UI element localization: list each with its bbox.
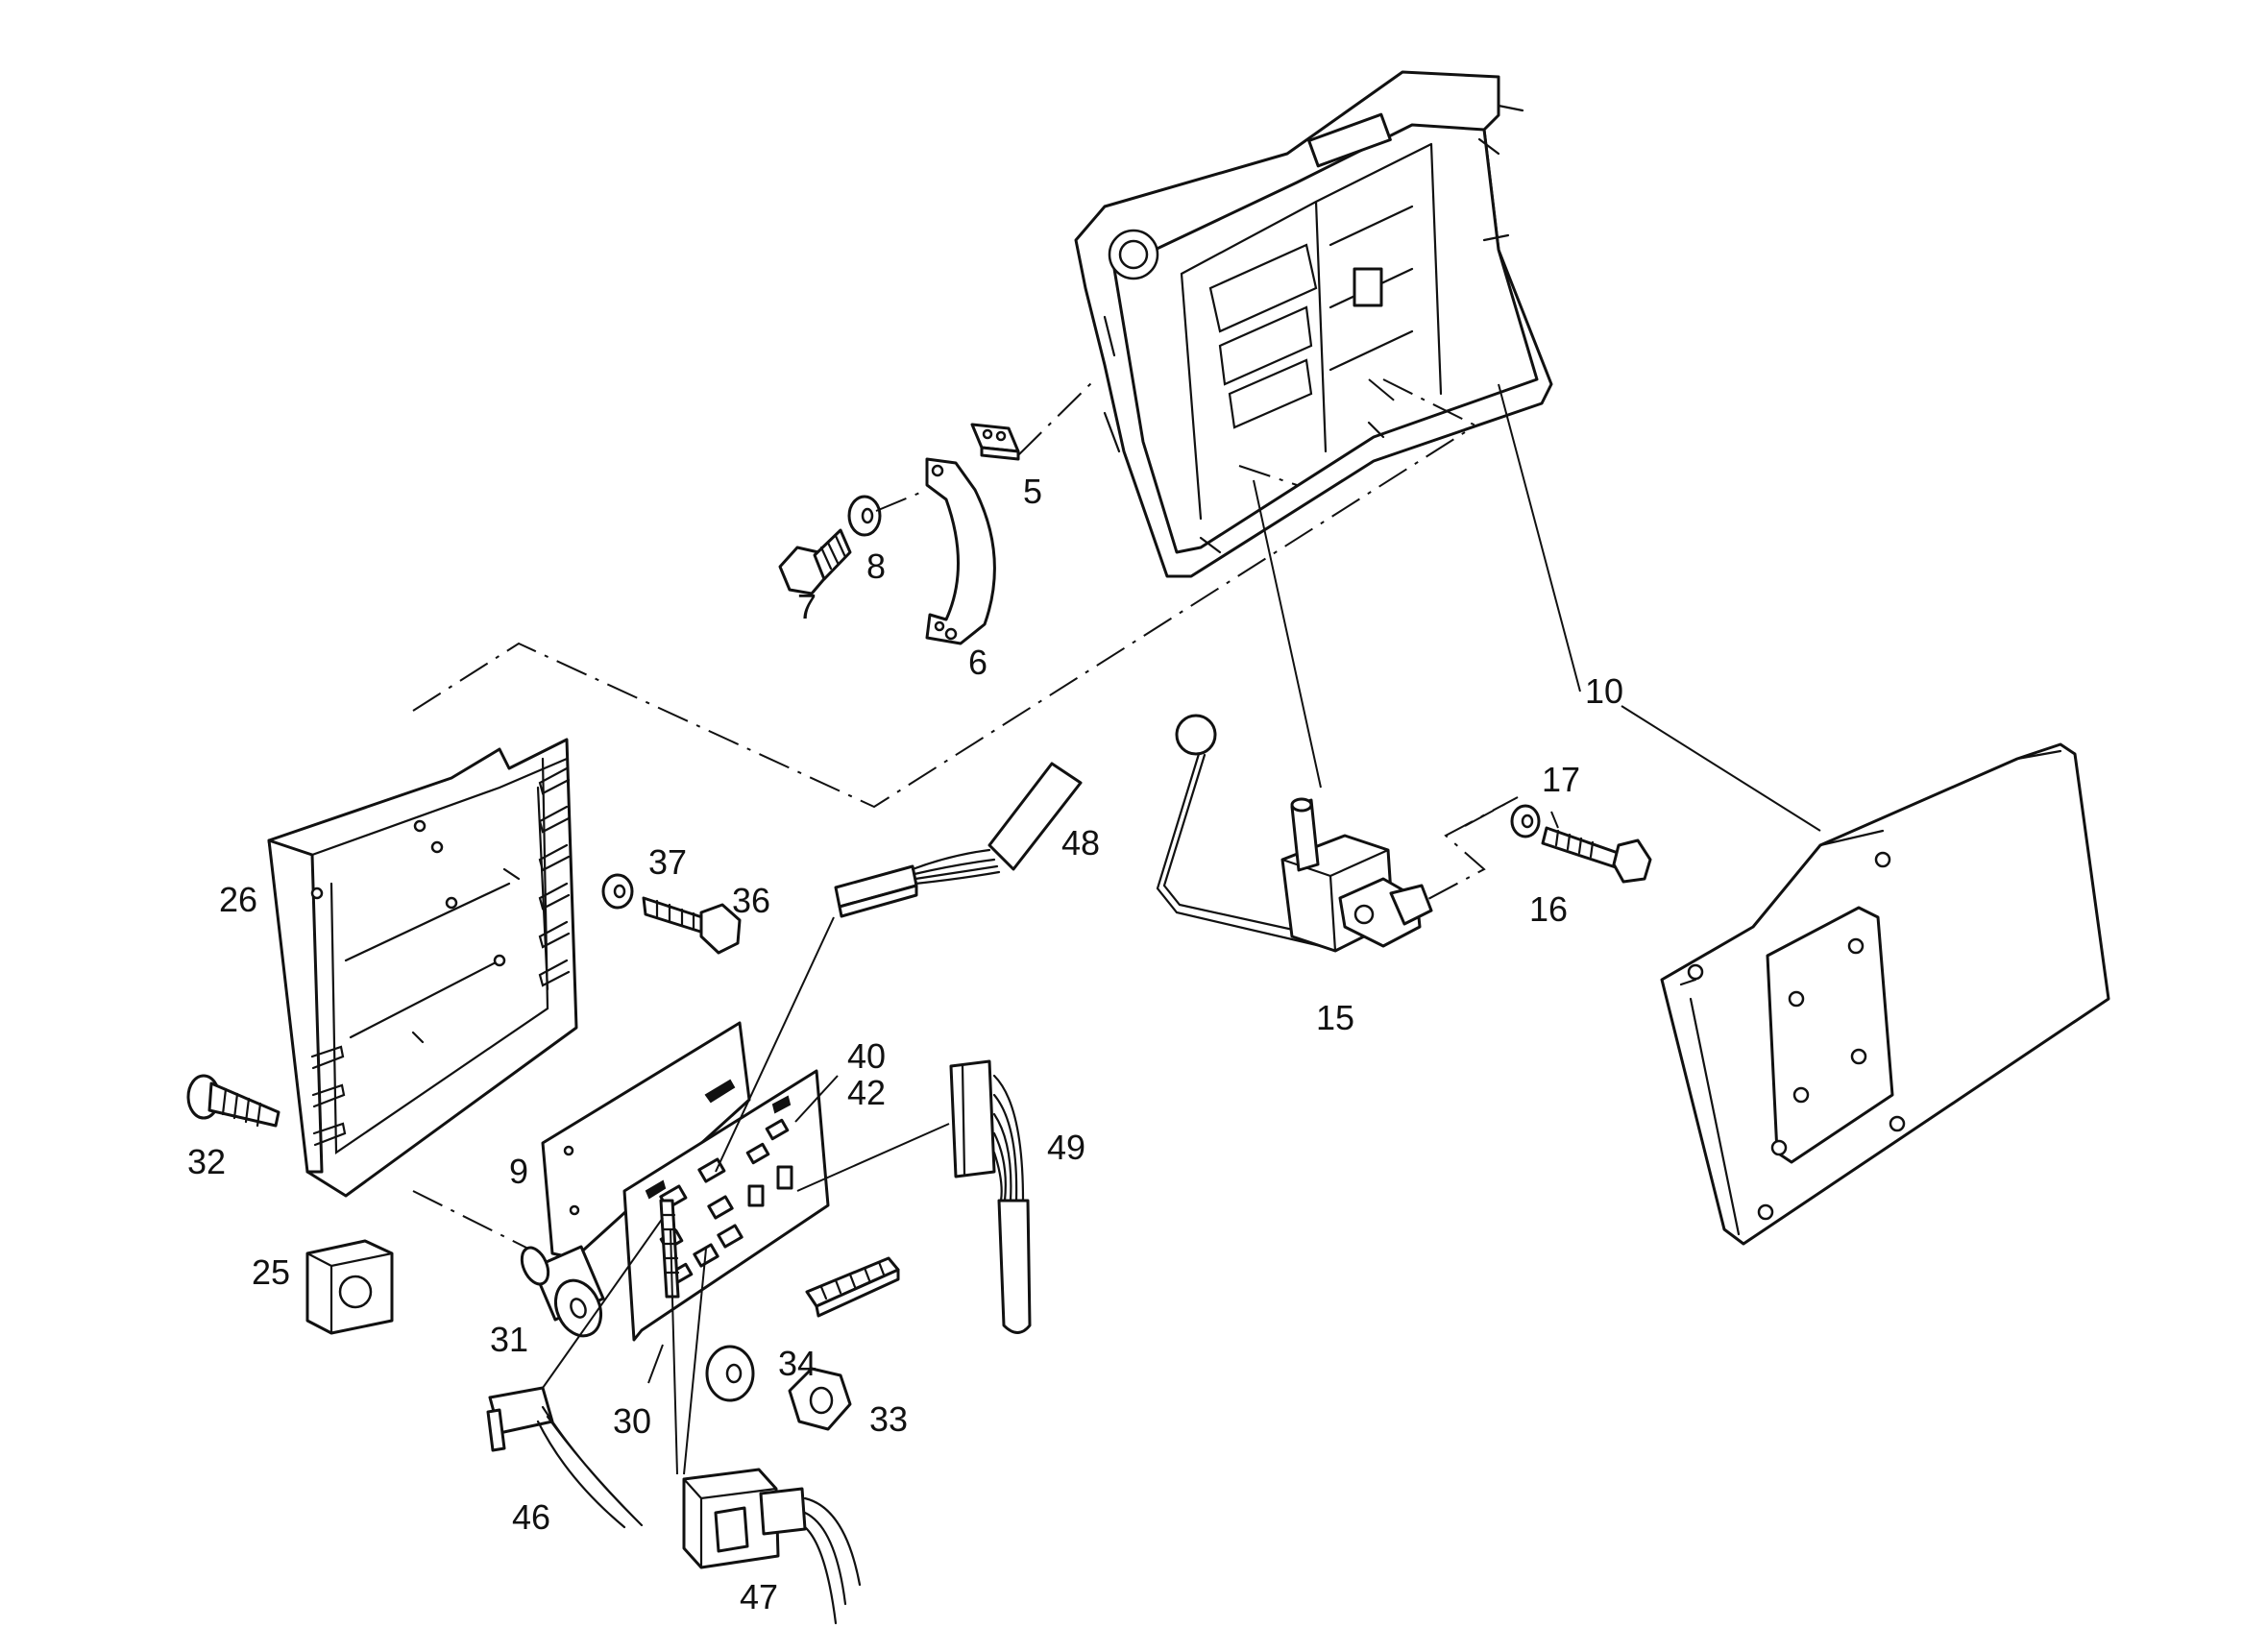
part-26-chassis: [267, 738, 578, 1198]
part-8-washer: [847, 495, 882, 537]
label-part-46: 46: [511, 1497, 551, 1537]
label-part-49: 49: [1046, 1128, 1086, 1167]
part-48-connector: [834, 762, 1083, 918]
label-part-17: 17: [1541, 760, 1581, 799]
label-part-42: 42: [846, 1073, 887, 1112]
label-part-25: 25: [251, 1252, 291, 1292]
label-part-8: 8: [865, 547, 887, 586]
chassis-slots: [310, 766, 571, 1147]
part-15-switch: [1156, 714, 1433, 953]
part-17-washer: [1510, 804, 1541, 838]
label-part-37: 37: [647, 842, 688, 882]
part-25-grommet: [305, 1239, 394, 1335]
label-part-36: 36: [731, 881, 771, 920]
part-49-connector: [949, 1059, 1032, 1334]
label-part-34: 34: [777, 1344, 817, 1383]
label-part-5: 5: [1022, 472, 1043, 511]
cover-plate: [1660, 742, 2110, 1246]
label-part-9: 9: [508, 1152, 529, 1191]
label-part-47: 47: [739, 1577, 779, 1616]
label-part-10: 10: [1584, 671, 1624, 711]
part-5-plate: [970, 423, 1020, 461]
part-36-bolt: [642, 896, 742, 955]
part-37-washer: [601, 873, 634, 910]
label-part-32: 32: [186, 1142, 227, 1181]
label-part-30: 30: [612, 1401, 652, 1441]
part-32-screw: [186, 1074, 280, 1128]
part-33-nut: [788, 1367, 852, 1431]
label-part-16: 16: [1528, 889, 1569, 929]
part-31-standoff: [520, 1245, 605, 1338]
part-6-handle: [925, 457, 996, 645]
label-part-6: 6: [967, 643, 988, 682]
assembly-lines: [412, 378, 1519, 1259]
part-46-connector: [486, 1386, 644, 1529]
label-part-48: 48: [1060, 823, 1101, 862]
part-34-washer: [705, 1345, 755, 1402]
part-7-bolt: [778, 528, 852, 595]
label-part-40: 40: [846, 1036, 887, 1076]
label-part-26: 26: [218, 880, 258, 919]
label-part-33: 33: [868, 1399, 909, 1439]
label-part-7: 7: [796, 587, 817, 626]
leader-lines: [542, 383, 1821, 1475]
label-part-15: 15: [1315, 998, 1355, 1037]
part-16-screw: [1541, 826, 1652, 884]
header-strip: [805, 1256, 900, 1318]
label-part-31: 31: [489, 1320, 529, 1359]
part-10-frame: [1074, 70, 1553, 578]
part-47-plug: [682, 1468, 862, 1625]
